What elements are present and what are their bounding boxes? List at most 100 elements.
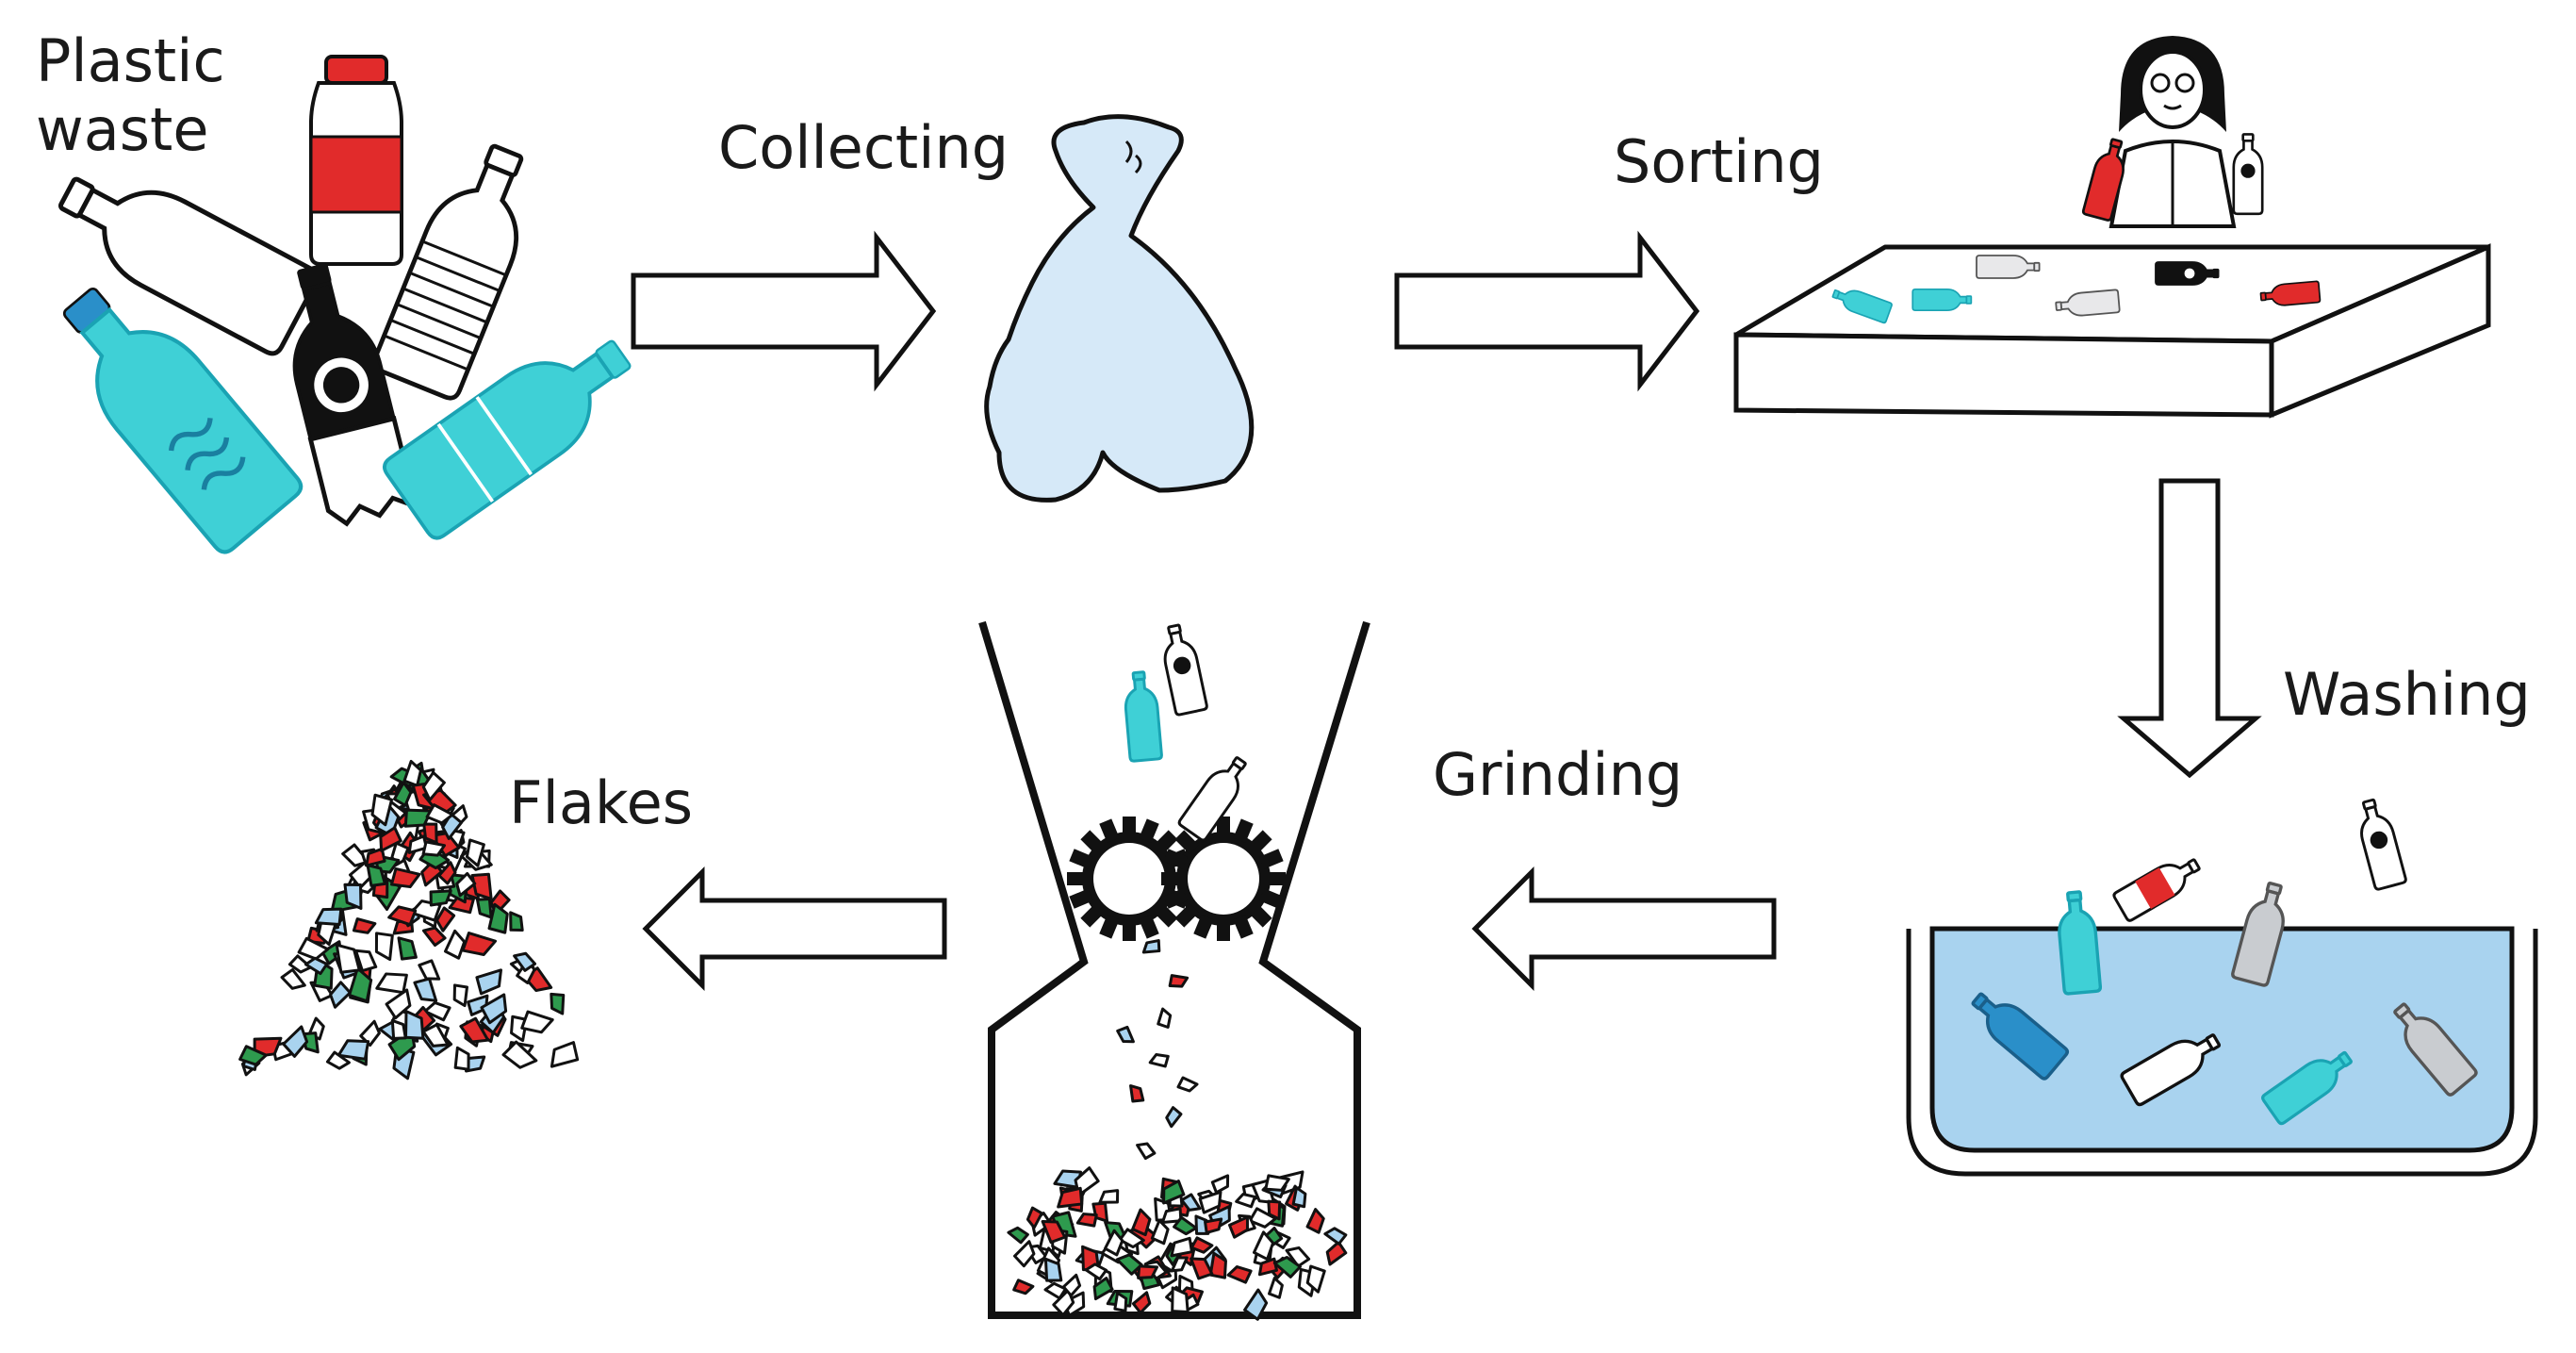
flake <box>1061 1273 1082 1297</box>
flake <box>1084 1262 1108 1281</box>
flake <box>1272 1256 1302 1279</box>
flake <box>1267 1199 1282 1221</box>
flake <box>418 959 441 981</box>
teal-water-bottle-icon <box>62 287 304 554</box>
flake <box>421 840 447 857</box>
arrow-to-collecting <box>631 230 937 392</box>
stage-label-plastic-waste: Plastic waste <box>36 26 225 164</box>
flake <box>1053 1169 1083 1189</box>
flake <box>1204 1217 1223 1234</box>
garbage-bag-icon <box>984 114 1255 503</box>
flake <box>1226 1265 1253 1284</box>
flake <box>1208 1251 1227 1279</box>
arrow-to-washing <box>2117 478 2262 779</box>
flake <box>1157 1007 1173 1030</box>
flake <box>470 872 493 900</box>
flake <box>421 926 447 948</box>
grinder-machine-icon <box>978 620 1370 1319</box>
gear-icon <box>1161 817 1286 941</box>
flake <box>1098 1189 1120 1204</box>
flake <box>520 1010 554 1034</box>
flake <box>359 1019 381 1048</box>
flake <box>1291 1186 1307 1209</box>
flake <box>282 1025 309 1058</box>
flake <box>329 981 352 1009</box>
flake <box>1131 1291 1152 1314</box>
scientist-icon <box>2081 36 2264 228</box>
flake <box>280 967 306 990</box>
flake <box>509 911 524 932</box>
flake <box>352 917 377 934</box>
grinder-flakes <box>1007 939 1348 1321</box>
plastic-waste-pile <box>37 55 632 554</box>
flake <box>1257 1257 1278 1277</box>
flake <box>464 1055 486 1073</box>
flake <box>421 770 446 801</box>
flake <box>1012 1279 1035 1295</box>
flake <box>379 826 402 852</box>
flake <box>1025 1206 1043 1229</box>
flake <box>1150 1218 1170 1246</box>
flakes-pile-icon <box>238 759 580 1081</box>
flake <box>1252 1230 1275 1262</box>
stage-label-washing: Washing <box>2283 660 2531 729</box>
flake <box>1007 1226 1029 1245</box>
flake <box>325 1050 351 1070</box>
flake <box>425 803 454 825</box>
flake <box>374 932 394 962</box>
flake <box>1148 1053 1170 1068</box>
flake <box>366 864 386 887</box>
flake <box>1176 1076 1199 1093</box>
flake <box>304 956 329 976</box>
flake <box>403 808 433 828</box>
flake <box>1131 1208 1152 1237</box>
arrow-to-flakes <box>642 866 947 992</box>
flake <box>453 1046 470 1071</box>
flake <box>1170 1236 1193 1258</box>
flake <box>385 988 412 1020</box>
flake <box>1190 1257 1214 1280</box>
red-label-bottle-icon <box>309 55 403 266</box>
flake <box>1052 1288 1075 1317</box>
flake <box>429 889 452 907</box>
flake <box>1168 974 1190 988</box>
flake <box>1160 1207 1183 1224</box>
flake <box>459 1016 490 1044</box>
flake <box>375 972 408 995</box>
flake <box>1041 1220 1067 1245</box>
flake <box>341 843 370 867</box>
flake <box>1092 1277 1114 1301</box>
flake <box>1173 1215 1198 1236</box>
flake <box>413 977 438 1002</box>
flake <box>1012 1240 1036 1268</box>
flake <box>348 966 373 1003</box>
flake <box>513 951 537 972</box>
arrow-to-grinding <box>1471 866 1777 992</box>
flake <box>1305 1264 1326 1294</box>
washing-tub-icon <box>1906 795 2538 1177</box>
stage-label-grinding: Grinding <box>1433 740 1683 809</box>
stage-label-collecting: Collecting <box>718 113 1009 182</box>
flake <box>1180 1193 1202 1212</box>
flake <box>448 895 475 915</box>
flake <box>1165 1106 1183 1129</box>
flake <box>1137 1264 1158 1279</box>
flake <box>452 983 468 1008</box>
arrow-to-sorting <box>1394 230 1700 392</box>
flake <box>437 861 457 885</box>
flake <box>1198 1190 1222 1214</box>
flake <box>550 1041 580 1068</box>
flake <box>475 898 493 919</box>
flake <box>387 905 418 927</box>
flake <box>461 932 498 956</box>
plastic-waste-line-1: Plastic <box>36 26 225 95</box>
flake <box>443 929 467 960</box>
stage-label-sorting: Sorting <box>1614 127 1824 196</box>
flake <box>354 949 378 973</box>
flake <box>1162 1180 1186 1205</box>
flake <box>1323 1227 1348 1246</box>
flake <box>407 834 429 854</box>
flake <box>1043 1257 1063 1282</box>
flake <box>455 871 477 898</box>
